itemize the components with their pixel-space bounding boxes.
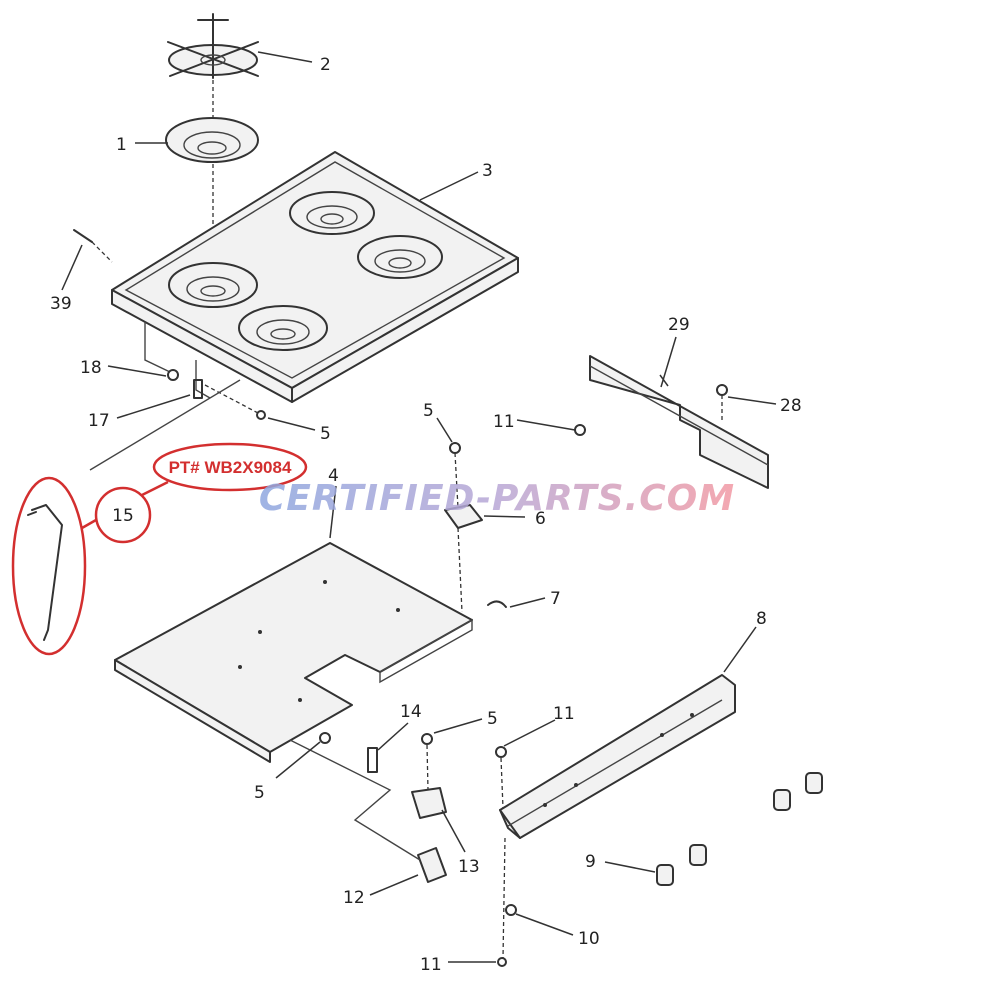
part-5-screw-lower-left [319, 732, 331, 744]
part-28-screw [716, 384, 728, 420]
callout-39: 39 [50, 294, 72, 314]
callout-11-rear: 11 [493, 412, 515, 432]
callout-17: 17 [88, 411, 110, 431]
part-11-screw-bottom [497, 837, 507, 967]
callout-5-top: 5 [320, 424, 331, 444]
callout-labels: 1 2 3 39 18 17 5 5 11 29 28 4 6 7 8 14 5… [50, 55, 802, 975]
part-4-bottom-pan [114, 542, 473, 763]
callout-4: 4 [328, 466, 339, 486]
callout-18: 18 [80, 358, 102, 378]
callout-6: 6 [535, 509, 546, 529]
highlight-ring-part [11, 476, 87, 656]
part-12-bracket [417, 847, 447, 883]
part-5-screw-top [256, 410, 266, 420]
alignment-line [289, 739, 421, 861]
part-14-clip [367, 747, 378, 773]
callout-11-rail: 11 [553, 704, 575, 724]
callout-29: 29 [668, 315, 690, 335]
alignment-line [204, 384, 259, 414]
part-number-label: PT# WB2X9084 [169, 458, 292, 477]
part-3-cooktop [111, 151, 519, 403]
callout-13: 13 [458, 857, 480, 877]
callout-10: 10 [578, 929, 600, 949]
part-10-screw [505, 904, 517, 916]
callout-7: 7 [550, 589, 561, 609]
callout-28: 28 [780, 396, 802, 416]
callout-3: 3 [482, 161, 493, 181]
part-9-clip [656, 772, 823, 886]
callout-5-lower-left: 5 [254, 783, 265, 803]
part-17-clip [193, 379, 203, 399]
highlight-connector [81, 518, 97, 530]
part-13-bracket [411, 787, 447, 819]
callout-12: 12 [343, 888, 365, 908]
callout-1: 1 [116, 135, 127, 155]
callout-9: 9 [585, 852, 596, 872]
part-5-screw-lower-mid [421, 733, 433, 791]
leader-lines [61, 51, 777, 963]
part-39-screw [73, 229, 113, 263]
callout-5-bracket: 5 [423, 401, 434, 421]
part-11-screw-rear [574, 424, 586, 436]
highlight-annotation: PT# WB2X9084 15 [11, 442, 308, 656]
callout-15: 15 [112, 506, 134, 526]
part-5-screw-bracket [449, 442, 461, 509]
highlight-connector [141, 480, 169, 497]
callout-5-lower-mid: 5 [487, 709, 498, 729]
part-8-front-rail [499, 674, 736, 839]
callout-2: 2 [320, 55, 331, 75]
callout-8: 8 [756, 609, 767, 629]
callout-15-circle [94, 486, 152, 544]
part-29-rear-panel [589, 355, 769, 489]
part-7-clip [487, 600, 507, 608]
part-number-ellipse [152, 442, 308, 492]
part-6-bracket [444, 504, 483, 613]
part-15-rod [27, 504, 63, 641]
callout-11-bottom: 11 [420, 955, 442, 975]
part-18-screw [167, 369, 179, 381]
callout-14: 14 [400, 702, 422, 722]
part-2-grate [167, 13, 259, 79]
part-11-screw-rail-top [495, 746, 507, 809]
part-1-burner-bowl [165, 117, 259, 163]
watermark-text: CERTIFIED-PARTS.COM [259, 478, 735, 519]
alignment-line [89, 379, 241, 471]
